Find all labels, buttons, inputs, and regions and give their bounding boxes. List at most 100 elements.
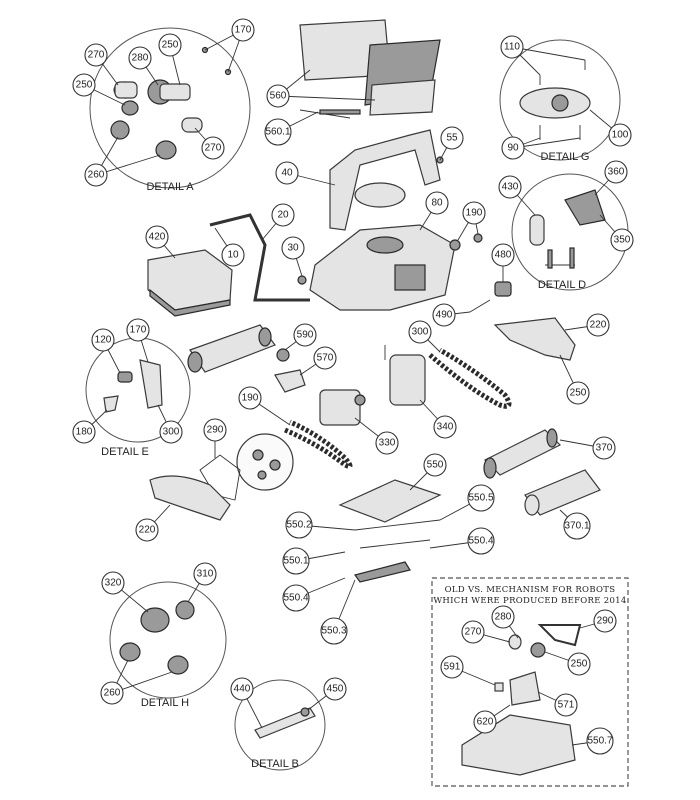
callout-450: 450 xyxy=(327,684,344,695)
old-mechanism-box xyxy=(431,577,629,787)
detail-b-circle xyxy=(234,679,326,771)
callout-570: 570 xyxy=(317,353,334,364)
detail-a-circle xyxy=(89,27,251,189)
callout-190e: 180 xyxy=(76,427,93,438)
callout-290o: 290 xyxy=(597,616,614,627)
motor-parts xyxy=(274,348,306,393)
callout-3701: 370.1 xyxy=(564,521,589,532)
old-mechanism-title-2: WHICH WERE PRODUCED BEFORE 2014 xyxy=(433,596,626,606)
callout-260h: 260 xyxy=(104,688,121,699)
callout-360: 360 xyxy=(608,167,625,178)
detail-h-circle xyxy=(109,581,227,699)
left-side-cover xyxy=(149,475,231,521)
detail-d-label: DETAIL D xyxy=(538,279,586,291)
callout-260a: 260 xyxy=(88,170,105,181)
left-roller xyxy=(187,324,276,373)
callout-270a2: 270 xyxy=(205,143,222,154)
callout-590: 590 xyxy=(297,330,314,341)
detail-g-parts xyxy=(519,60,591,140)
callout-370: 370 xyxy=(596,443,613,454)
callout-110: 110 xyxy=(504,42,520,53)
callout-420: 420 xyxy=(149,232,166,243)
callout-300b: 190 xyxy=(242,393,259,404)
left-track xyxy=(284,419,353,469)
detail-d-parts xyxy=(529,189,606,269)
callout-550: 550 xyxy=(427,460,444,471)
callout-270a: 270 xyxy=(88,50,105,61)
callout-170e: 170 xyxy=(130,325,147,336)
callout-90: 90 xyxy=(507,143,519,154)
callout-170a: 170 xyxy=(235,25,252,36)
callout-55: 55 xyxy=(446,133,458,144)
handle xyxy=(329,129,444,231)
right-side-cover xyxy=(493,317,576,361)
callout-100: 100 xyxy=(612,130,629,141)
foam-brush xyxy=(524,469,601,516)
callout-571: 571 xyxy=(558,700,575,711)
wheel-assembly xyxy=(199,433,294,501)
callout-490: 490 xyxy=(436,310,453,321)
callout-320: 320 xyxy=(105,578,122,589)
callout-5501: 550.1 xyxy=(283,556,308,567)
detail-e-parts xyxy=(103,359,163,413)
filter-basket xyxy=(299,19,441,119)
callout-5601: 560.1 xyxy=(265,127,290,138)
callout-560: 560 xyxy=(270,91,287,102)
right-track xyxy=(428,347,512,409)
detail-h-parts xyxy=(119,600,195,675)
callout-280a: 280 xyxy=(132,53,149,64)
right-small-parts xyxy=(449,233,512,313)
callout-250a1: 250 xyxy=(162,40,179,51)
callout-250b: 250 xyxy=(570,388,587,399)
callout-120: 120 xyxy=(95,335,112,346)
callout-310: 310 xyxy=(197,569,214,580)
callout-20: 20 xyxy=(277,210,289,221)
callout-220b: 220 xyxy=(139,525,156,536)
detail-b-parts xyxy=(254,707,316,739)
robot-body xyxy=(297,224,456,311)
callout-330: 330 xyxy=(379,438,396,449)
callout-300a: 300 xyxy=(412,327,429,338)
callout-190a: 190 xyxy=(466,208,483,219)
callout-5507: 550.7 xyxy=(587,736,612,747)
callout-440: 440 xyxy=(234,684,251,695)
callouts: 170 270 280 250 250 270 260 560 560.1 55… xyxy=(72,18,634,755)
callout-250o: 250 xyxy=(571,659,588,670)
callout-340: 340 xyxy=(437,422,454,433)
bottom-cover xyxy=(147,249,233,317)
callout-5505: 550.5 xyxy=(468,493,493,504)
callout-5502: 550.2 xyxy=(286,520,311,531)
detail-g-circle xyxy=(499,39,621,161)
callout-290: 290 xyxy=(207,425,224,436)
callout-270o: 270 xyxy=(465,627,482,638)
detail-b-label: DETAIL B xyxy=(251,758,299,770)
callout-250a2: 250 xyxy=(76,80,93,91)
callout-620: 620 xyxy=(477,717,494,728)
callout-430: 430 xyxy=(502,182,519,193)
callout-350: 350 xyxy=(614,235,631,246)
callout-5503: 550.3 xyxy=(321,626,346,637)
callout-591: 591 xyxy=(444,662,461,673)
callout-5504a: 550.4 xyxy=(468,536,493,547)
bottom-plate xyxy=(338,479,442,549)
detail-g-label: DETAIL G xyxy=(541,151,590,163)
right-roller xyxy=(483,428,562,479)
callout-180: 300 xyxy=(163,427,180,438)
power-cable xyxy=(209,213,310,302)
callout-10: 10 xyxy=(227,250,239,261)
callout-280o: 280 xyxy=(495,612,512,623)
bottom-filter xyxy=(354,561,411,583)
old-mechanism-title-1: OLD VS. MECHANISM FOR ROBOTS xyxy=(445,585,616,595)
callout-30: 30 xyxy=(287,243,299,254)
callout-220a: 220 xyxy=(590,320,607,331)
pump-motor xyxy=(319,389,366,426)
detail-h-label: DETAIL H xyxy=(141,697,189,709)
callout-5504b: 550.4 xyxy=(283,593,308,604)
callout-480: 480 xyxy=(495,250,512,261)
drive-motor xyxy=(384,345,426,406)
detail-e-label: DETAIL E xyxy=(101,446,149,458)
callout-40: 40 xyxy=(281,168,293,179)
callout-80: 80 xyxy=(431,198,443,209)
detail-a-label: DETAIL A xyxy=(146,181,194,193)
